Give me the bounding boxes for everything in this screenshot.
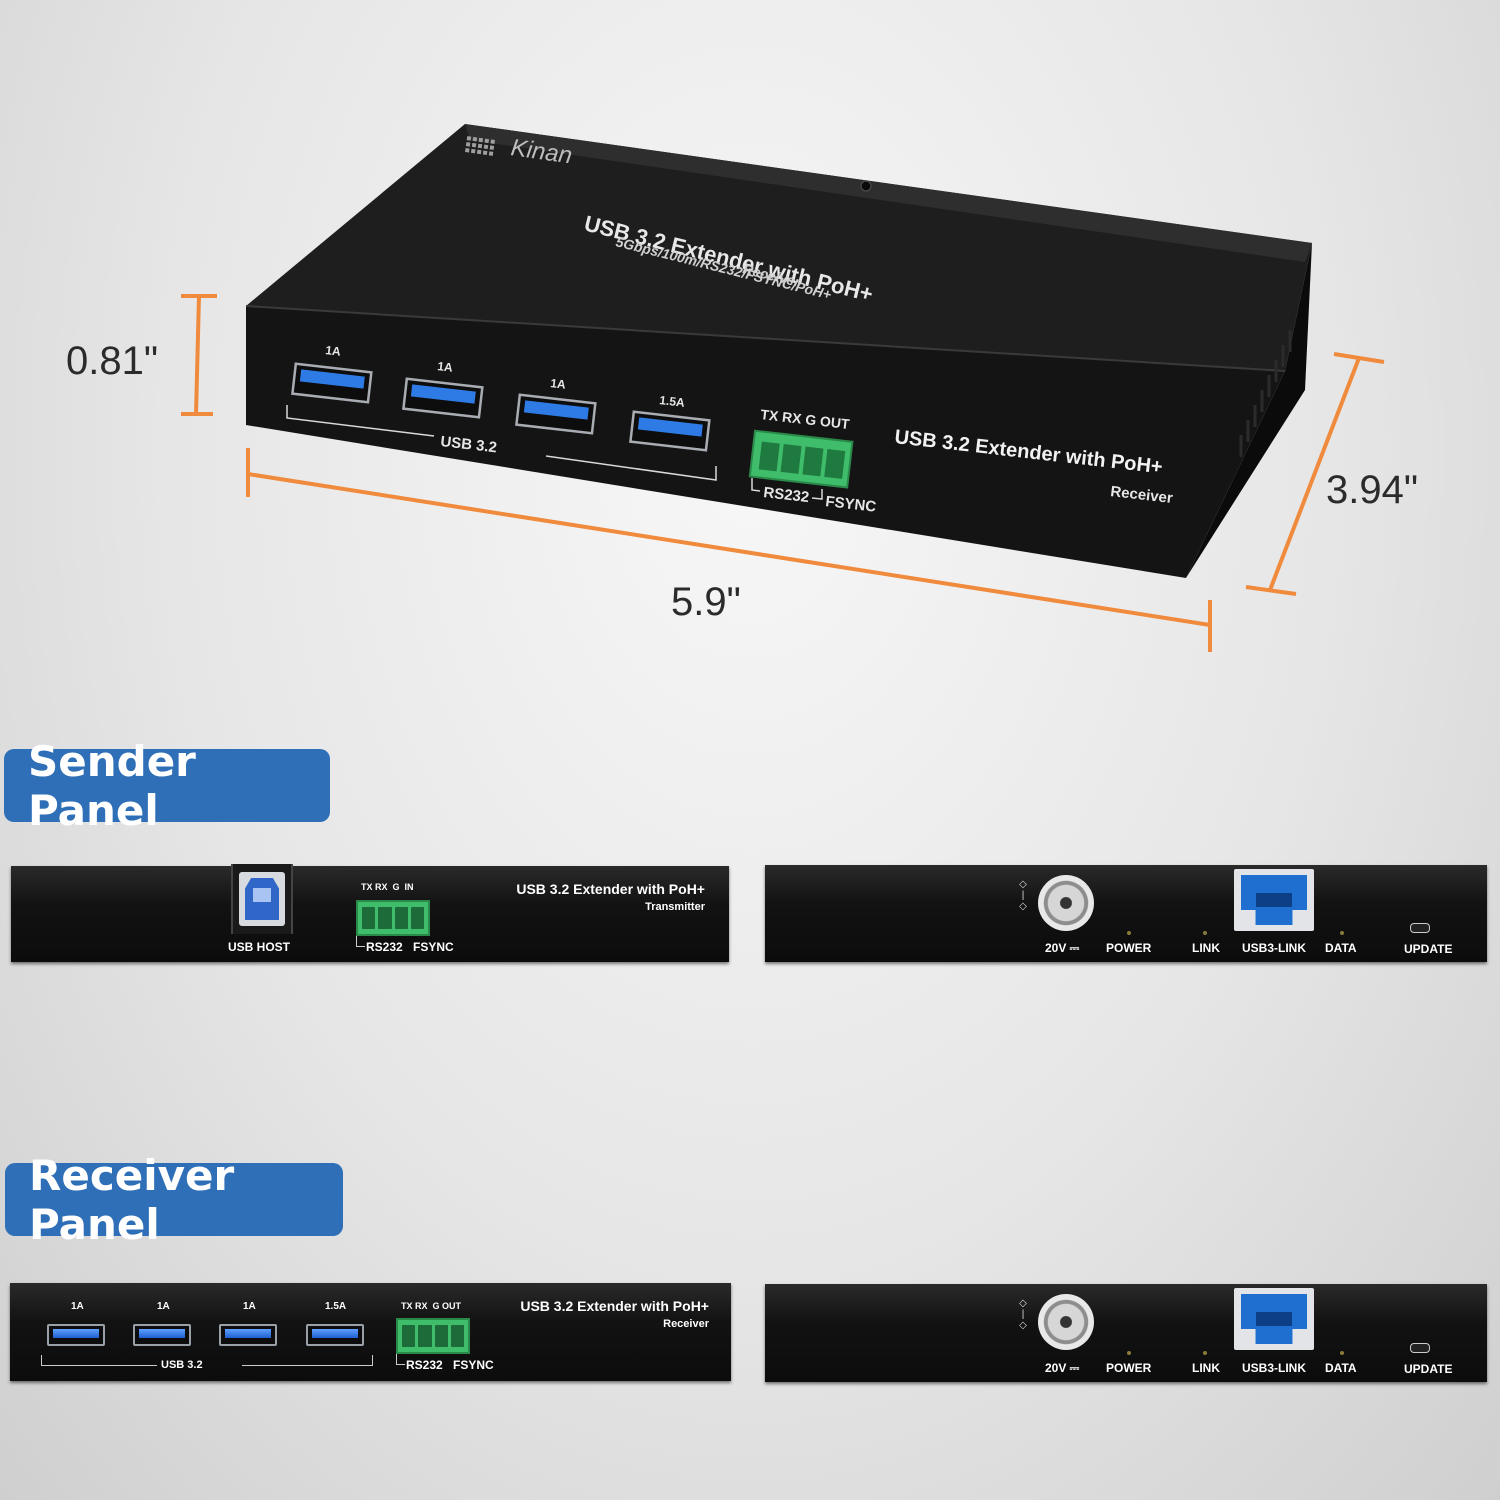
sender-power-led [1127, 931, 1131, 935]
sender-power-led-label: POWER [1106, 941, 1152, 955]
dimension-depth-line [1245, 352, 1385, 596]
sender-front-panel: USB HOST TX RX G IN RS232 FSYNC USB 3.2 … [11, 864, 729, 962]
receiver-role: Receiver [663, 1318, 709, 1330]
receiver-panel-title: Receiver Panel [29, 1150, 235, 1249]
receiver-link-led [1203, 1351, 1207, 1355]
front-usb-port-4 [629, 410, 711, 452]
dimension-height-line [181, 294, 217, 416]
receiver-data-led [1340, 1351, 1344, 1355]
receiver-title: USB 3.2 Extender with PoH+ [520, 1298, 709, 1314]
sender-rear-panel: ◇|◇ 20V ⎓ POWER LINK USB3-LINK DATA UPDA… [765, 865, 1487, 962]
receiver-serial-left: RS232 [406, 1358, 443, 1372]
sender-usb3-link-label: USB3-LINK [1242, 941, 1307, 955]
dimension-depth-label: 3.94" [1326, 468, 1418, 512]
receiver-link-led-label: LINK [1192, 1361, 1220, 1375]
sender-serial-right: FSYNC [413, 940, 454, 954]
sender-data-led-label: DATA [1325, 941, 1357, 955]
sender-panel-badge: Sender Panel [4, 737, 330, 835]
front-rating-2: 1A [437, 359, 454, 375]
product-illustration: Kinan USB 3.2 Extender with PoH+ 5Gbps/1… [66, 124, 1418, 652]
sender-update-label: UPDATE [1404, 942, 1453, 956]
receiver-rating-4: 1.5A [325, 1301, 347, 1312]
receiver-rj45-port [1234, 1288, 1314, 1350]
receiver-power-led [1127, 1351, 1131, 1355]
receiver-update-label: UPDATE [1404, 1362, 1453, 1376]
front-usb-port-3 [515, 393, 597, 435]
front-usb-port-1 [291, 362, 373, 404]
receiver-pins-label: TX RX G OUT [401, 1301, 462, 1311]
receiver-rating-1: 1A [71, 1301, 84, 1312]
receiver-usb3-link-label: USB3-LINK [1242, 1361, 1307, 1375]
receiver-data-led-label: DATA [1325, 1361, 1357, 1375]
front-serial-left: RS232 [763, 484, 811, 506]
sender-link-led [1203, 931, 1207, 935]
sender-title: USB 3.2 Extender with PoH+ [516, 881, 705, 897]
receiver-rear-panel: ◇|◇ 20V ⎓ POWER LINK USB3-LINK DATA UPDA… [765, 1284, 1487, 1382]
sender-panel-title: Sender Panel [28, 736, 196, 835]
front-rating-4: 1.5A [659, 393, 686, 410]
sender-link-led-label: LINK [1192, 941, 1220, 955]
receiver-panel-badge: Receiver Panel [5, 1151, 343, 1249]
front-serial-terminal [748, 429, 854, 489]
front-rating-1: 1A [325, 343, 342, 359]
dimension-length-label: 5.9" [671, 580, 741, 624]
receiver-usb-port-1 [47, 1324, 105, 1346]
receiver-serial-terminal [396, 1318, 470, 1354]
front-rating-3: 1A [550, 376, 567, 392]
receiver-dc-polarity-icon: ◇|◇ [1019, 1298, 1027, 1331]
sender-data-led [1340, 931, 1344, 935]
dimension-length-line [246, 448, 1212, 652]
receiver-usb-port-2 [133, 1324, 191, 1346]
dimension-height-label: 0.81" [66, 339, 158, 383]
usb-host-label: USB HOST [228, 940, 291, 954]
front-serial-right: FSYNC [825, 493, 878, 516]
receiver-usb-group-label: USB 3.2 [161, 1359, 203, 1371]
receiver-usb-port-3 [219, 1324, 277, 1346]
sender-update-port [1410, 923, 1430, 933]
extender-device [245, 124, 1312, 578]
sender-dc-polarity-icon: ◇|◇ [1019, 879, 1027, 912]
sender-pins-label: TX RX G IN [361, 882, 414, 892]
sender-serial-left: RS232 [366, 940, 403, 954]
sender-role: Transmitter [645, 901, 705, 913]
sender-dc-power-jack [1038, 875, 1094, 931]
receiver-update-port [1410, 1343, 1430, 1353]
receiver-rating-3: 1A [243, 1301, 256, 1312]
receiver-power-led-label: POWER [1106, 1361, 1152, 1375]
sender-rj45-port [1234, 869, 1314, 931]
receiver-rating-2: 1A [157, 1301, 170, 1312]
receiver-dc-power-jack [1038, 1294, 1094, 1350]
sender-serial-terminal [356, 900, 430, 936]
receiver-serial-right: FSYNC [453, 1358, 494, 1372]
sender-power-in-label: 20V ⎓ [1045, 941, 1080, 955]
front-role: Receiver [1110, 483, 1174, 507]
usb-b-host-port [231, 864, 293, 934]
front-usb-port-2 [402, 377, 484, 419]
receiver-power-in-label: 20V ⎓ [1045, 1361, 1080, 1375]
receiver-front-panel: 1A 1A 1A 1.5A USB 3.2 TX RX G OUT RS232 … [10, 1283, 731, 1381]
brand-logo-mark [465, 136, 495, 156]
front-usb-group-label: USB 3.2 [440, 433, 498, 456]
receiver-usb-port-4 [306, 1324, 364, 1346]
